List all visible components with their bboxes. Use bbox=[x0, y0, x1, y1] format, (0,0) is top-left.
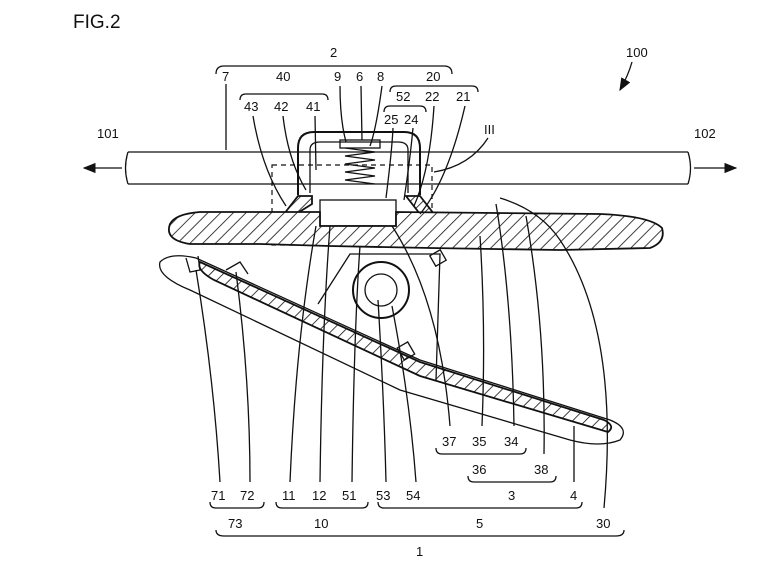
arrow-100 bbox=[619, 61, 633, 92]
label-42: 42 bbox=[274, 99, 288, 114]
lock-piece bbox=[319, 199, 397, 227]
label-22: 22 bbox=[425, 89, 439, 104]
label-102: 102 bbox=[694, 126, 716, 141]
label-100: 100 bbox=[626, 45, 648, 60]
label-5: 5 bbox=[476, 516, 483, 531]
label-III: III bbox=[484, 122, 495, 137]
label-3: 3 bbox=[508, 488, 515, 503]
label-71: 71 bbox=[211, 488, 225, 503]
label-34: 34 bbox=[504, 434, 518, 449]
bottom-brackets bbox=[209, 447, 625, 537]
label-10: 10 bbox=[314, 516, 328, 531]
label-25: 25 bbox=[384, 112, 398, 127]
label-73: 73 bbox=[228, 516, 242, 531]
top-leaders bbox=[225, 84, 466, 215]
label-11: 11 bbox=[282, 488, 296, 503]
label-7: 7 bbox=[222, 69, 229, 84]
label-53: 53 bbox=[376, 488, 390, 503]
hook bbox=[185, 255, 249, 275]
housing-inner bbox=[309, 141, 409, 193]
label-2: 2 bbox=[330, 45, 337, 60]
lever bbox=[158, 255, 624, 445]
label-6: 6 bbox=[356, 69, 363, 84]
label-40: 40 bbox=[276, 69, 290, 84]
label-43: 43 bbox=[244, 99, 258, 114]
pivot-inner bbox=[364, 273, 398, 307]
label-30: 30 bbox=[596, 516, 610, 531]
label-4: 4 bbox=[570, 488, 577, 503]
bottom-leaders bbox=[195, 197, 608, 509]
spring bbox=[344, 147, 376, 185]
figure-title: FIG.2 bbox=[73, 12, 121, 33]
label-9: 9 bbox=[334, 69, 341, 84]
spring-seat bbox=[339, 139, 381, 149]
label-52: 52 bbox=[396, 89, 410, 104]
leader-III bbox=[433, 137, 489, 173]
base-plate bbox=[168, 211, 664, 251]
label-72: 72 bbox=[240, 488, 254, 503]
pin-upper bbox=[428, 248, 448, 268]
label-35: 35 bbox=[472, 434, 486, 449]
label-24: 24 bbox=[404, 112, 418, 127]
label-8: 8 bbox=[377, 69, 384, 84]
label-36: 36 bbox=[472, 462, 486, 477]
label-101: 101 bbox=[97, 126, 119, 141]
label-41: 41 bbox=[306, 99, 320, 114]
label-54: 54 bbox=[406, 488, 420, 503]
label-37: 37 bbox=[442, 434, 456, 449]
label-51: 51 bbox=[342, 488, 356, 503]
label-1: 1 bbox=[416, 544, 423, 559]
label-20: 20 bbox=[426, 69, 440, 84]
label-21: 21 bbox=[456, 89, 470, 104]
housing bbox=[297, 131, 421, 195]
pivot-outer bbox=[352, 261, 410, 319]
lever-arm bbox=[317, 253, 441, 381]
label-38: 38 bbox=[534, 462, 548, 477]
label-12: 12 bbox=[312, 488, 326, 503]
top-brackets bbox=[215, 65, 479, 113]
